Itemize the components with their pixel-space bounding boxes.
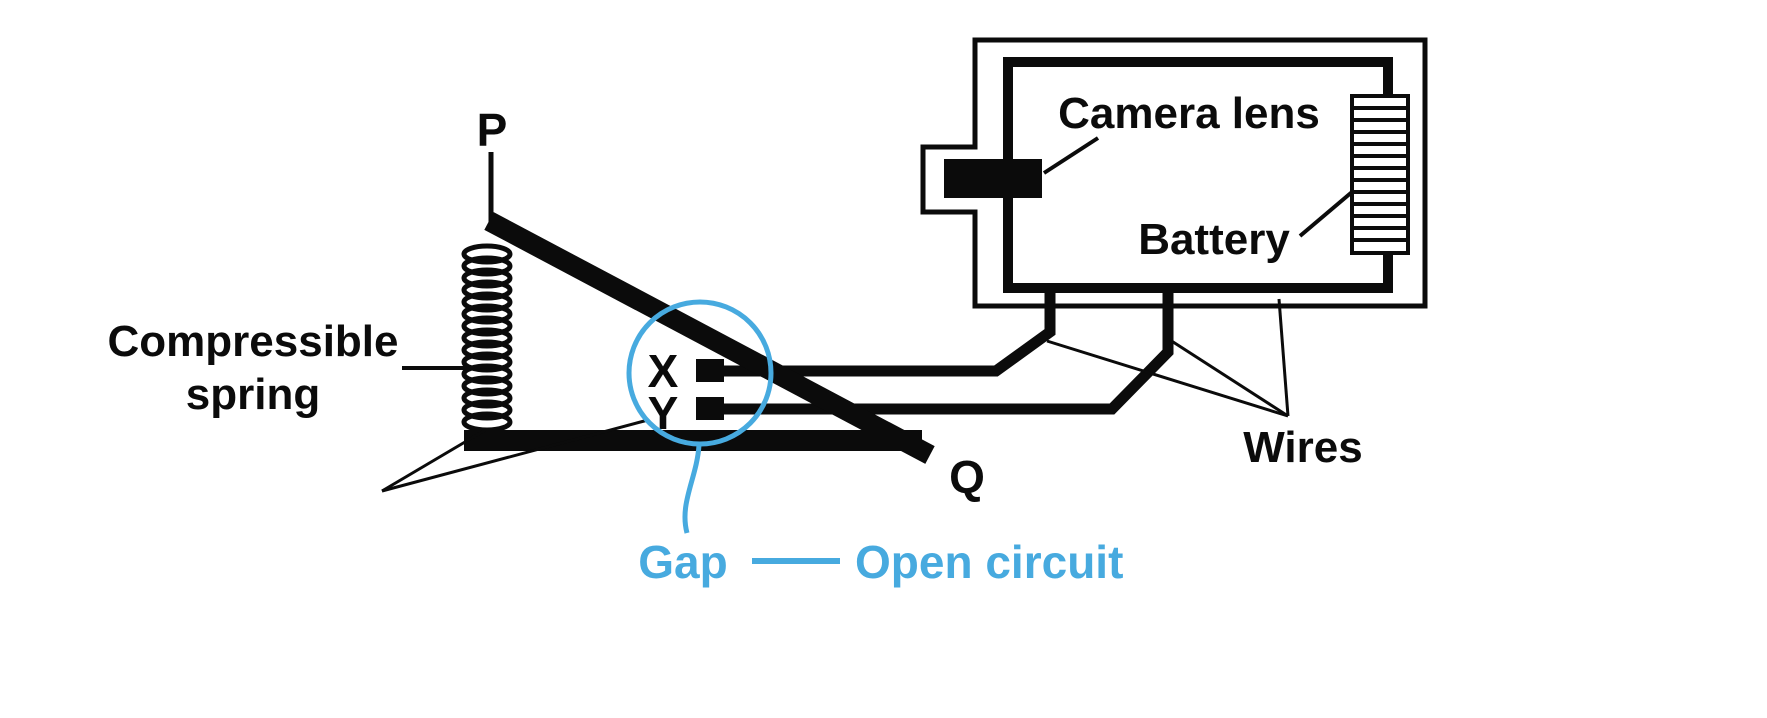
lever-bar-p xyxy=(484,212,935,464)
gap-highlight-circle xyxy=(626,299,774,447)
wires-label: Wires xyxy=(1243,423,1362,472)
y-label: Y xyxy=(648,387,679,439)
x-label: X xyxy=(648,345,679,397)
wire-bottom xyxy=(720,288,1174,415)
battery-leader-line xyxy=(1298,190,1354,238)
camera-outer-case xyxy=(920,37,1428,309)
battery-stripes xyxy=(1352,106,1408,242)
compressible-spring xyxy=(461,243,513,433)
base-bar-q xyxy=(464,430,922,451)
pivot-leader-lines xyxy=(381,418,649,493)
camera-lens-leader-line xyxy=(1042,136,1100,175)
battery-label: Battery xyxy=(1138,215,1290,264)
battery-shape xyxy=(1350,94,1410,255)
camera-lens-label: Camera lens xyxy=(1058,89,1320,138)
contact-x-square xyxy=(696,359,724,382)
wire-top xyxy=(720,288,1056,377)
q-label: Q xyxy=(949,451,985,503)
camera-lens-shape xyxy=(944,159,1042,198)
p-label: P xyxy=(477,104,508,156)
spring-label-line2: spring xyxy=(186,370,320,419)
wires-leader-lines xyxy=(1046,298,1290,418)
spring-label-line1: Compressible xyxy=(108,317,399,366)
gap-label: Gap xyxy=(638,536,727,588)
open-circuit-label: Open circuit xyxy=(855,536,1123,588)
contact-y-square xyxy=(696,397,724,420)
gap-leader-curve xyxy=(682,444,702,534)
